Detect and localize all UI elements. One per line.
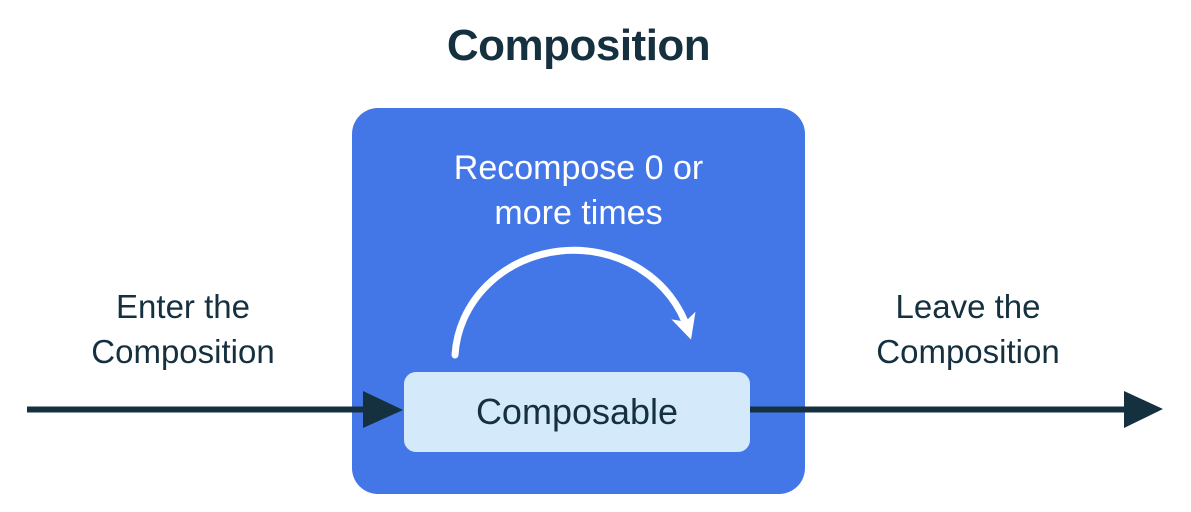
composable-label: Composable	[475, 391, 679, 432]
composition-box: Recompose 0 or more times Composable	[352, 108, 805, 494]
leave-composition-label: Leave the Composition	[876, 288, 1060, 370]
composable-box: Composable	[404, 372, 750, 452]
enter-composition-label: Enter the Composition	[91, 288, 275, 370]
diagram-title: Composition	[446, 21, 711, 70]
leave-arrow-head-icon	[1124, 391, 1163, 428]
recompose-label: Recompose 0 or more times	[453, 149, 704, 232]
